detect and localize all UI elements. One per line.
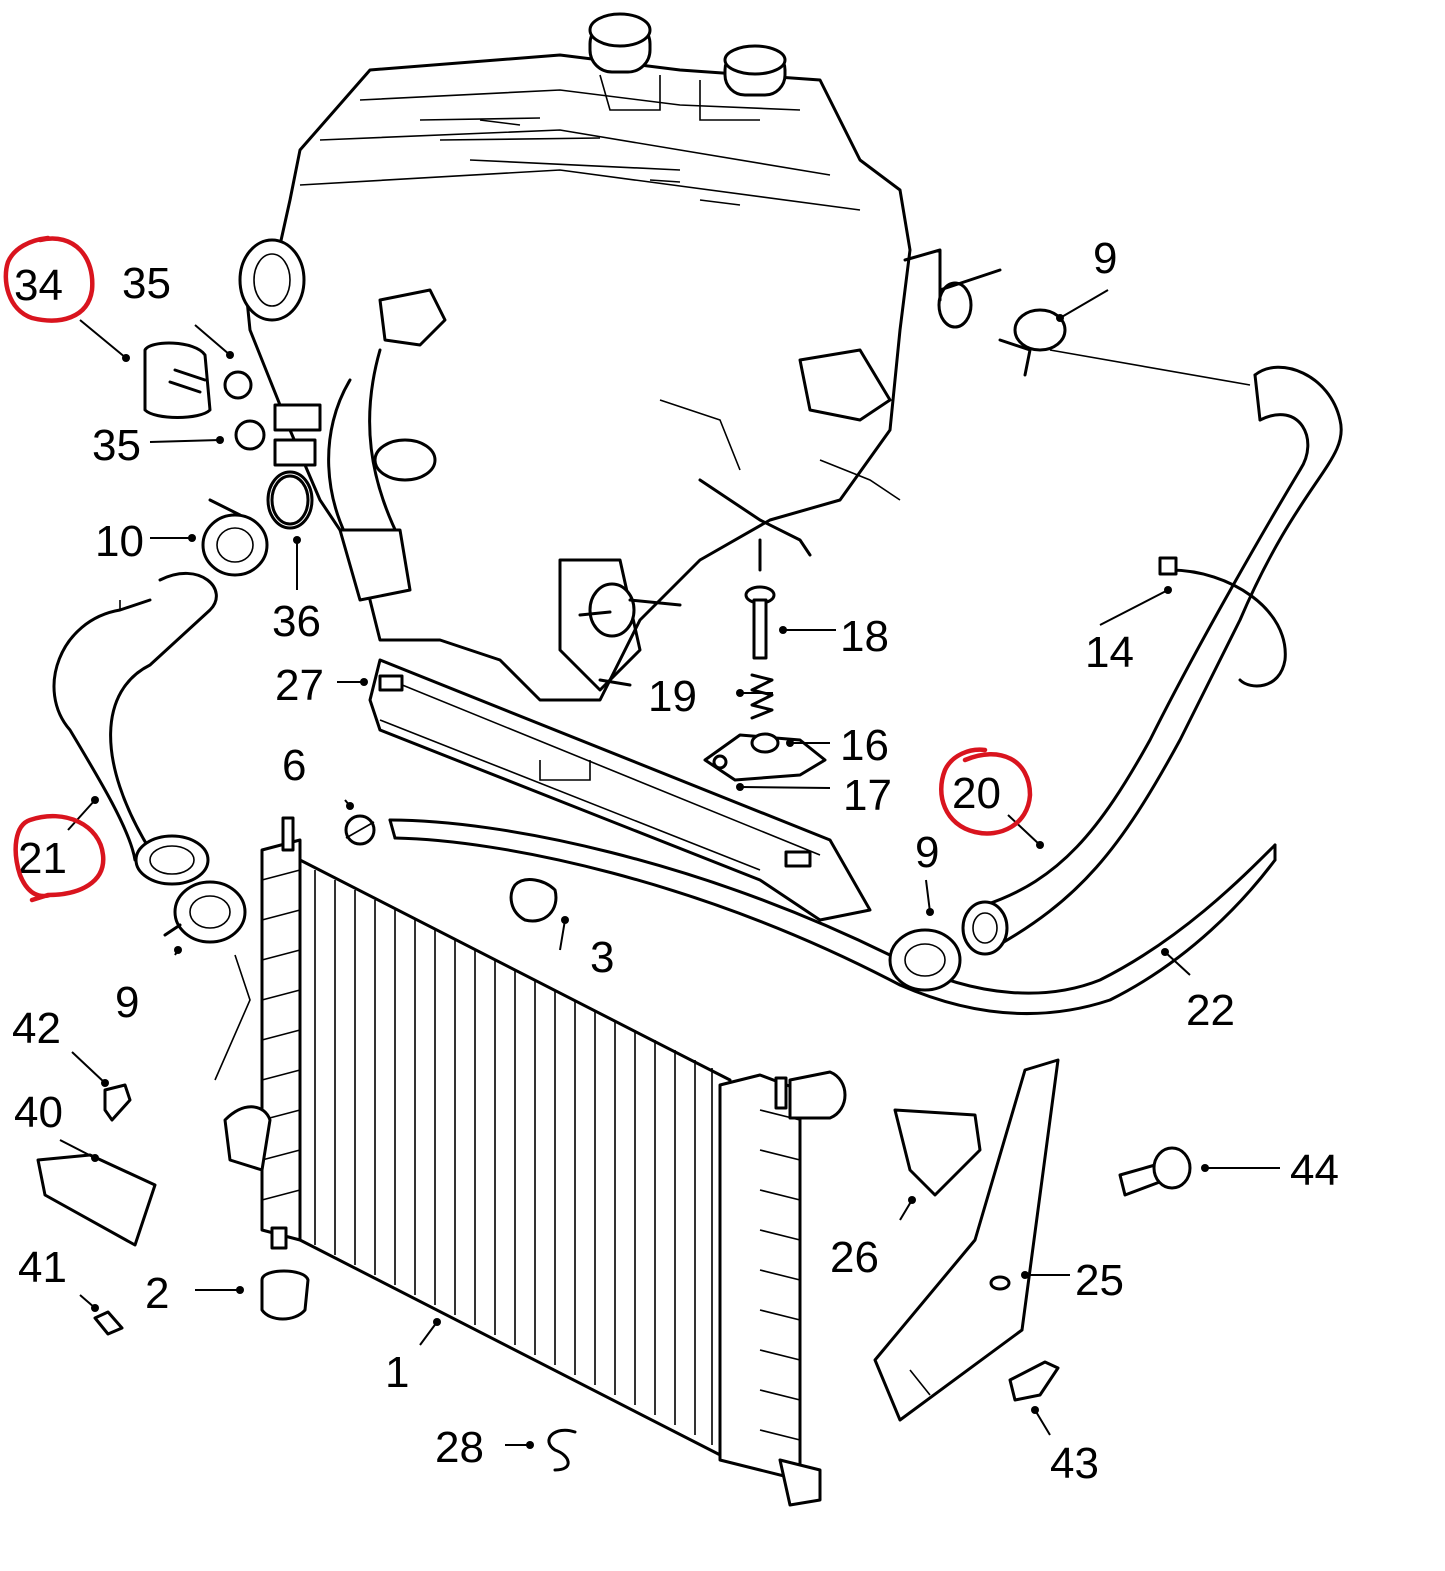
- overflow-hose: [388, 818, 1277, 1015]
- lower-radiator-hose: [52, 572, 218, 886]
- clip-41: [93, 1310, 124, 1336]
- upper-radiator-hose: [961, 365, 1343, 956]
- clamp-35-b: [234, 419, 266, 451]
- pipe-36: [270, 474, 310, 526]
- highlight-circle-20: [939, 747, 1033, 836]
- callout-14: 14: [1085, 628, 1134, 677]
- hose-clamp-6: [344, 814, 376, 846]
- air-guide-26: [893, 1108, 982, 1197]
- rubber-mount-2: [260, 1269, 310, 1321]
- screw-44: [1118, 1146, 1192, 1197]
- callout-17: 17: [843, 771, 892, 820]
- callout-26: 26: [830, 1233, 879, 1282]
- callout-9-mid: 9: [915, 828, 939, 877]
- callout-10: 10: [95, 517, 144, 566]
- callout-27: 27: [275, 661, 324, 710]
- highlight-circle-21: [13, 813, 106, 903]
- hose-34: [143, 341, 212, 419]
- callout-21: 21: [18, 834, 67, 883]
- callout-40: 40: [14, 1088, 63, 1137]
- leader-dots: [91, 314, 1209, 1449]
- engine: [238, 12, 1002, 702]
- callout-1: 1: [385, 1348, 409, 1397]
- highlight-circle-34: [3, 235, 95, 323]
- highlight-marks: [3, 235, 1033, 903]
- callout-labels: 34 35 35 10 36 27 6 21 3 9 14 18 19 16 1…: [12, 234, 1339, 1488]
- callout-35-bottom: 35: [92, 421, 141, 470]
- callout-16: 16: [840, 721, 889, 770]
- callout-36: 36: [272, 597, 321, 646]
- spring-19: [750, 673, 774, 720]
- callout-35-top: 35: [122, 259, 171, 308]
- callout-28: 28: [435, 1423, 484, 1472]
- callout-9-top: 9: [1093, 234, 1117, 283]
- callout-44: 44: [1290, 1146, 1339, 1195]
- callout-3: 3: [590, 933, 614, 982]
- clamp-35-a: [223, 370, 253, 400]
- bracket-16: [703, 732, 827, 782]
- callout-25: 25: [1075, 1256, 1124, 1305]
- callout-2: 2: [145, 1269, 169, 1318]
- callout-22: 22: [1186, 986, 1235, 1035]
- clip-28: [547, 1428, 577, 1472]
- bolt-18: [744, 585, 776, 660]
- callout-42: 42: [12, 1004, 61, 1053]
- leader-lines: [59, 289, 1280, 1446]
- callout-6: 6: [282, 741, 306, 790]
- radiator: [223, 816, 847, 1507]
- hose-clamp-3: [509, 878, 558, 923]
- clip-42: [103, 1083, 132, 1122]
- callout-41: 41: [18, 1243, 67, 1292]
- hose-clamp-9-mid: [888, 928, 962, 992]
- hose-clamp-9-left: [163, 880, 247, 944]
- deflector-25: [873, 1058, 1060, 1422]
- radiator-bracket: [368, 658, 872, 922]
- wire-14: [1158, 556, 1287, 688]
- hose-clamp-9-top: [998, 308, 1067, 377]
- callout-43: 43: [1050, 1439, 1099, 1488]
- clip-43: [1008, 1360, 1060, 1402]
- bracket-40: [36, 1153, 157, 1247]
- hose-clamp-10: [201, 498, 269, 577]
- callout-18: 18: [840, 612, 889, 661]
- radiator-core-fins: [314, 870, 713, 1445]
- callout-19: 19: [648, 672, 697, 721]
- callout-9-left: 9: [115, 978, 139, 1027]
- callout-20: 20: [952, 769, 1001, 818]
- leader-21: [67, 799, 96, 831]
- callout-34: 34: [14, 261, 63, 310]
